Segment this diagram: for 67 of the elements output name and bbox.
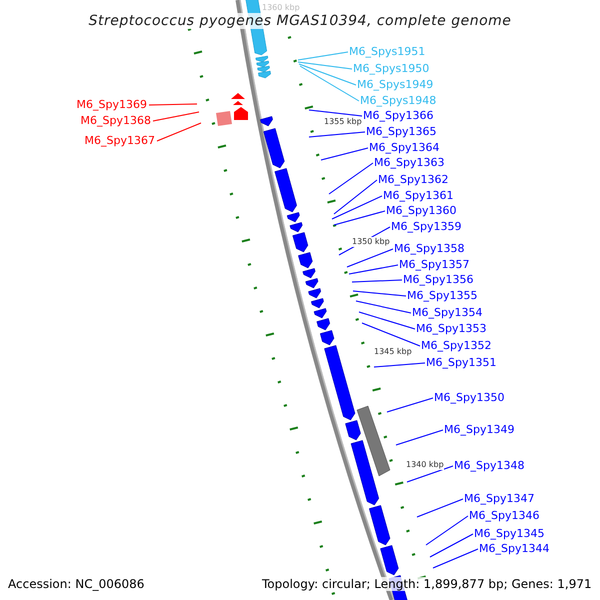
leader-line <box>298 64 356 86</box>
leader-line <box>386 398 434 412</box>
gene-label: M6_Spys1949 <box>357 78 434 92</box>
gene-label: M6_Spy1344 <box>479 542 550 556</box>
leader-line <box>432 548 478 568</box>
gene-label: M6_Spy1359 <box>391 220 462 234</box>
gene-label: M6_Spy1362 <box>378 173 448 187</box>
leader-line <box>152 112 200 122</box>
leader-line <box>298 52 348 60</box>
gene-label: M6_Spy1369 <box>76 98 147 112</box>
leader-line <box>334 210 386 226</box>
gene-label: M6_Spy1352 <box>421 339 492 353</box>
leader-line <box>352 290 406 296</box>
gene-label: M6_Spy1358 <box>394 242 464 256</box>
gene-label: M6_Spy1347 <box>464 492 534 506</box>
position-tick-label: 1360 kbp <box>262 3 300 13</box>
leader-line <box>346 248 394 268</box>
gene-label: M6_Spy1346 <box>469 509 540 523</box>
leader-line <box>334 180 378 214</box>
gene-label: M6_Spy1363 <box>374 156 444 170</box>
leader-line <box>426 516 468 546</box>
gene-label: M6_Spy1348 <box>454 459 524 473</box>
leader-line <box>358 312 416 330</box>
gene-label: M6_Spy1349 <box>444 423 514 437</box>
gene-label: M6_Spys1951 <box>349 45 426 59</box>
leader-line <box>430 534 474 558</box>
leader-line <box>352 280 402 282</box>
leader-line <box>308 132 366 138</box>
leader-line <box>148 104 198 106</box>
accession-text: Accession: NC_006086 <box>8 577 144 591</box>
leader-line <box>396 430 444 446</box>
gene-label: M6_Spy1351 <box>426 356 496 370</box>
leader-line <box>362 322 420 346</box>
gene-label: M6_Spy1350 <box>434 391 504 405</box>
position-tick-label: 1340 kbp <box>406 460 444 470</box>
genome-stats-text: Topology: circular; Length: 1,899,877 bp; Genes: 1,971 <box>262 577 592 591</box>
gene-label: M6_Spy1360 <box>386 204 456 218</box>
gene-label: M6_Spy1355 <box>407 289 478 303</box>
leader-line <box>406 466 454 482</box>
gene-label: M6_Spy1353 <box>416 322 486 336</box>
gene-label: M6_Spy1357 <box>399 258 470 272</box>
leader-line <box>328 162 374 194</box>
leader-line <box>300 66 360 102</box>
position-tick-label: 1350 kbp <box>352 237 390 247</box>
gene-label: M6_Spys1950 <box>353 62 430 76</box>
gene-label: M6_Spy1368 <box>80 114 151 128</box>
leader-line <box>416 498 464 518</box>
gene-label: M6_Spys1948 <box>360 94 436 108</box>
leader-line <box>356 300 412 314</box>
gene-label: M6_Spy1367 <box>84 134 155 148</box>
gene-label: M6_Spy1361 <box>383 189 454 203</box>
leader-line <box>156 122 202 142</box>
position-tick-label: 1345 kbp <box>374 347 412 357</box>
leader-line <box>348 264 398 274</box>
gene-label: M6_Spy1365 <box>366 125 436 139</box>
leader-line <box>308 110 362 116</box>
gene-label: M6_Spy1345 <box>474 527 544 541</box>
gene-label: M6_Spy1354 <box>412 306 482 320</box>
gene-label: M6_Spy1366 <box>363 109 434 123</box>
gene-label: M6_Spy1364 <box>369 141 440 155</box>
leader-line <box>298 62 352 70</box>
leader-line <box>374 362 426 368</box>
leader-line <box>320 148 368 160</box>
title: Streptococcus pyogenes MGAS10394, complete genome <box>88 13 512 29</box>
leader-line <box>332 196 382 220</box>
gene-label: M6_Spy1356 <box>403 273 474 287</box>
position-tick-label: 1355 kbp <box>324 117 362 127</box>
